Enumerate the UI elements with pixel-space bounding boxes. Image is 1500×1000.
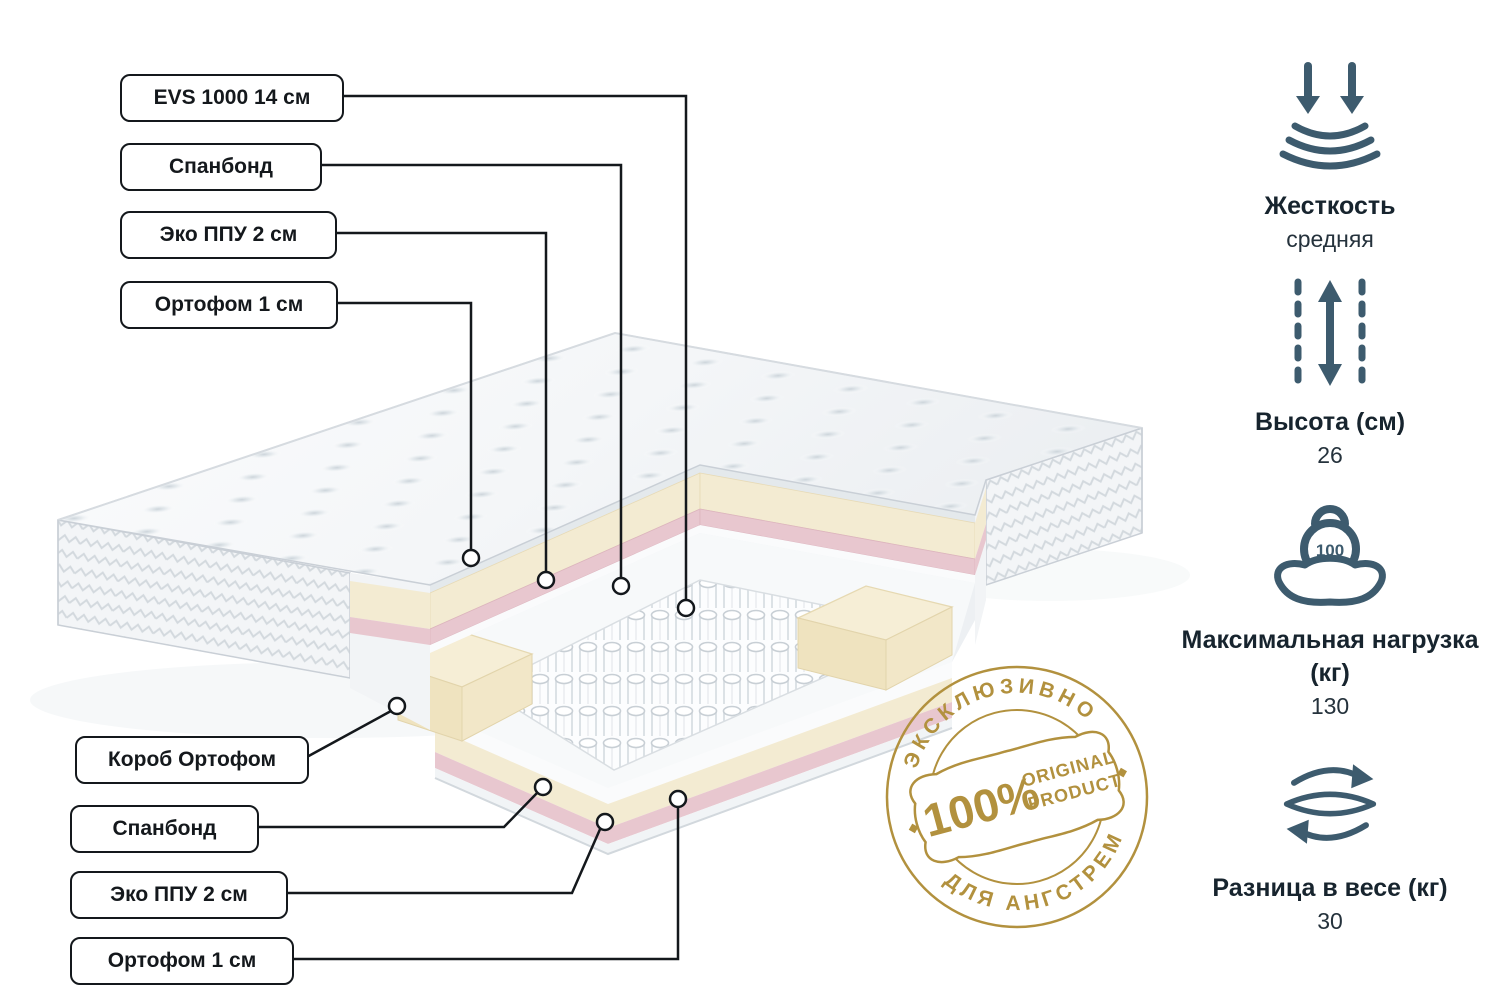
weight-difference-icon — [1283, 764, 1377, 844]
cut-wall-left — [429, 465, 701, 653]
spec-max-load: 100 Максимальная нагрузка (кг) 130 — [1180, 486, 1480, 720]
spec-title: Разница в весе (кг) — [1212, 874, 1448, 902]
layer-label-evs-1000: EVS 1000 14 см — [120, 74, 344, 122]
callout-line-eco-ppu-top — [332, 231, 548, 572]
layer-label-text: Эко ППУ 2 см — [159, 223, 298, 246]
height-icon — [1294, 278, 1366, 388]
layer-label-ortofoam-top: Ортофом 1 см — [120, 281, 338, 329]
bottom-layer-strips — [434, 662, 953, 856]
callout-line-spunbond-top — [318, 163, 623, 578]
mattress-illustration — [57, 331, 1143, 856]
layer-label-text: Эко ППУ 2 см — [110, 883, 248, 906]
layer-label-korob-ortofoam: Короб Ортофом — [75, 736, 309, 784]
callout-lines — [255, 94, 688, 961]
spec-value: средняя — [1286, 226, 1374, 252]
spec-title: Высота (см) — [1254, 408, 1406, 436]
spec-value: 130 — [1310, 693, 1350, 719]
callout-line-ortofoam-bottom — [290, 807, 680, 961]
spec-weight-difference: Разница в весе (кг) 30 — [1180, 744, 1480, 935]
spec-value: 26 — [1317, 442, 1343, 468]
spec-title: Максимальная нагрузка (кг) — [1181, 626, 1479, 687]
cut-wall-right — [699, 465, 976, 583]
layer-label-text: Ортофом 1 см — [107, 949, 257, 972]
badge-banner-outline — [909, 730, 1125, 864]
layer-label-text: Ортофом 1 см — [154, 293, 304, 316]
layer-label-spunbond-top: Спанбонд — [120, 143, 322, 191]
layer-label-eco-ppu-bottom: Эко ППУ 2 см — [70, 871, 288, 919]
callout-line-spunbond-bottom — [255, 791, 539, 829]
layer-label-text: EVS 1000 14 см — [153, 86, 311, 109]
layer-label-ortofoam-bottom: Ортофом 1 см — [70, 937, 294, 985]
callout-endpoints — [387, 548, 696, 832]
callout-line-korob — [304, 709, 392, 760]
layer-label-text: Спанбонд — [168, 155, 274, 178]
max-load-icon: 100 — [1274, 505, 1386, 606]
spec-firmness: Жесткость средняя — [1180, 52, 1480, 253]
callout-line-eco-ppu-bottom — [284, 826, 603, 895]
firmness-icon — [1279, 62, 1381, 170]
layer-label-eco-ppu-top: Эко ППУ 2 см — [120, 211, 337, 259]
layer-label-text: Короб Ортофом — [107, 748, 276, 771]
callout-line-evs — [340, 94, 688, 600]
foam-block-right — [796, 585, 954, 691]
spec-title: Жесткость — [1264, 192, 1396, 220]
spec-value: 30 — [1317, 908, 1343, 934]
layer-label-text: Спанбонд — [112, 817, 217, 840]
layer-label-spunbond-bottom: Спанбонд — [70, 805, 259, 853]
cut-face-left — [350, 573, 430, 730]
spec-height: Высота (см) 26 — [1180, 268, 1480, 469]
callout-line-ortofoam-top — [334, 301, 473, 550]
cut-face-right — [975, 480, 986, 645]
